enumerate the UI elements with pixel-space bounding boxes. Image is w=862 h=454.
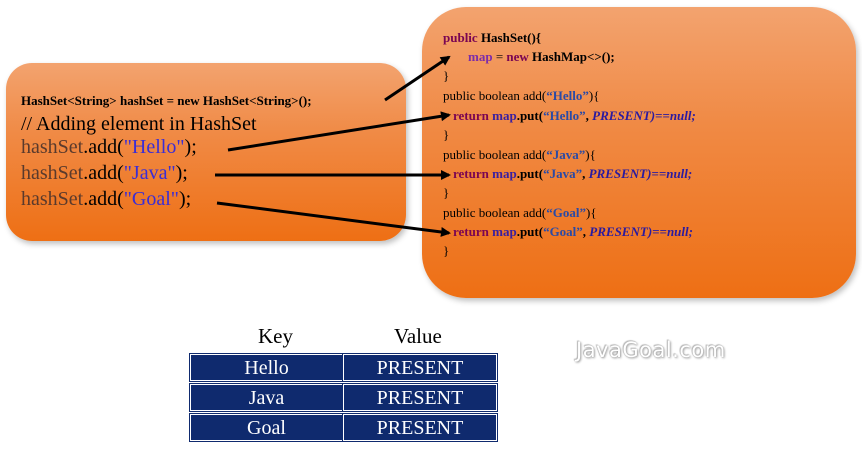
sig-post: ){ (585, 147, 596, 162)
map-type: HashMap<>(); (528, 49, 615, 64)
call-end: ); (178, 188, 192, 210)
watermark: JavaGoal.com (576, 338, 726, 362)
sig-pre: public boolean add( (443, 88, 547, 103)
call-arg: "Java" (123, 162, 176, 184)
map-ref: map (488, 108, 517, 123)
comma: , (585, 108, 593, 123)
sig-post: ){ (588, 88, 600, 103)
call-object: hashSet (21, 162, 84, 184)
sig-pre: public boolean add( (443, 205, 547, 220)
keyword: new (506, 49, 529, 64)
map-init-line: map = new HashMap<>(); (443, 49, 615, 65)
sig-pre: public boolean add( (443, 147, 547, 162)
present-constant: PRESENT (588, 166, 648, 181)
call-method: .add( (83, 188, 124, 210)
key-cell: Java (189, 383, 344, 412)
key-column-header: Key (258, 324, 293, 348)
sig-arg: “Java” (546, 147, 586, 162)
assign: = (492, 49, 507, 64)
call-end: ); (184, 136, 197, 158)
table-row: Goal PRESENT (189, 413, 498, 442)
arrow-constructor (384, 55, 451, 102)
call-arg: "Goal" (123, 188, 179, 210)
present-constant: PRESENT (589, 224, 648, 239)
add-method-close-hello: } (443, 127, 450, 142)
put-key: “Java” (543, 166, 583, 181)
constructor-close: } (443, 68, 450, 83)
map-ref: map (488, 166, 517, 181)
sig-post: ){ (585, 205, 597, 220)
add-method-close-java: } (443, 185, 450, 200)
value-cell: PRESENT (342, 353, 498, 382)
sig-arg: “Goal” (546, 205, 586, 220)
return-keyword: return (453, 108, 489, 123)
key-cell: Hello (189, 353, 344, 382)
null-check: )==null; (650, 108, 696, 123)
add-call-goal: hashSet.add("Goal"); (21, 188, 191, 211)
value-column-header: Value (394, 324, 442, 348)
add-method-return-java: return map.put(“Java”, PRESENT)==null; (443, 166, 692, 182)
call-method: .add( (83, 136, 124, 158)
put-call: .put( (516, 108, 544, 123)
return-keyword: return (453, 166, 489, 181)
constructor-signature: public HashSet(){ (443, 30, 541, 46)
return-keyword: return (453, 224, 489, 239)
call-object: hashSet (21, 188, 84, 210)
call-object: hashSet (21, 136, 84, 158)
add-method-signature-goal: public boolean add(“Goal”){ (443, 205, 597, 221)
put-call: .put( (516, 166, 544, 181)
constructor-name: HashSet(){ (480, 30, 541, 45)
put-key: “Hello” (543, 108, 586, 123)
client-code-box (6, 63, 406, 241)
table-row: Java PRESENT (189, 383, 498, 412)
null-check: )==null; (647, 166, 693, 181)
add-call-java: hashSet.add("Java"); (21, 162, 188, 185)
table-row: Hello PRESENT (189, 353, 498, 382)
call-end: ); (175, 162, 188, 184)
value-cell: PRESENT (342, 413, 498, 442)
map-ref: map (488, 224, 517, 239)
map-field: map (468, 49, 493, 64)
add-method-signature-java: public boolean add(“Java”){ (443, 147, 596, 163)
keyword: public (443, 30, 478, 45)
present-constant: PRESENT (592, 108, 651, 123)
add-method-signature-hello: public boolean add(“Hello”){ (443, 88, 599, 104)
call-arg: "Hello" (123, 136, 185, 158)
hashset-internal-code-box (422, 7, 856, 298)
key-cell: Goal (189, 413, 344, 442)
value-cell: PRESENT (342, 383, 498, 412)
null-check: )==null; (647, 224, 693, 239)
add-method-close-goal: } (443, 243, 450, 258)
add-call-hello: hashSet.add("Hello"); (21, 136, 197, 159)
comma: , (582, 224, 590, 239)
key-value-table: Hello PRESENT Java PRESENT Goal PRESENT (189, 353, 498, 444)
add-method-return-goal: return map.put(“Goal”, PRESENT)==null; (443, 224, 693, 240)
arrow-add-goal (216, 201, 451, 237)
call-method: .add( (83, 162, 124, 184)
put-key: “Goal” (543, 224, 583, 239)
put-call: .put( (516, 224, 544, 239)
code-comment: // Adding element in HashSet (21, 113, 257, 135)
hashset-declaration: HashSet<String> hashSet = new HashSet<St… (21, 93, 312, 108)
add-method-return-hello: return map.put(“Hello”, PRESENT)==null; (443, 108, 696, 124)
sig-arg: “Hello” (546, 88, 589, 103)
arrow-add-hello (227, 111, 451, 152)
comma: , (582, 166, 589, 181)
